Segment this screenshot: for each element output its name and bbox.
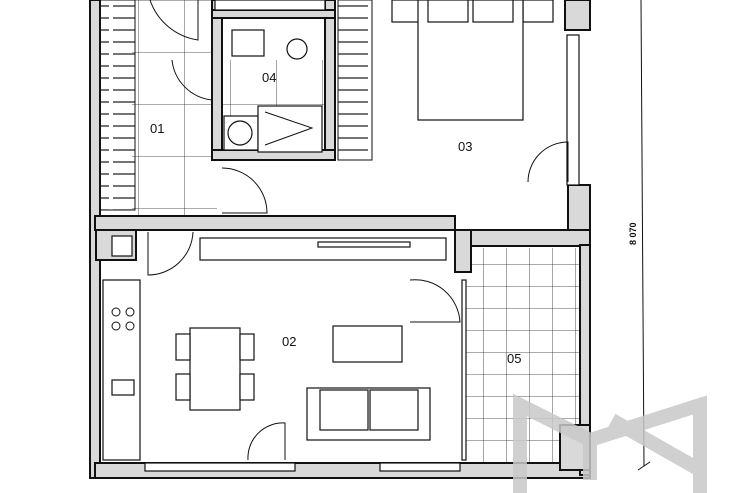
shelf <box>199 237 447 261</box>
wardrobe-01 <box>99 0 136 211</box>
room-label-03: 03 <box>458 139 472 154</box>
shower-drain-lines <box>264 111 314 146</box>
balcony-door-frame <box>461 279 467 461</box>
hob <box>111 307 135 331</box>
window-03 <box>566 34 580 186</box>
dining-table <box>175 327 255 411</box>
room-label-02: 02 <box>282 334 296 349</box>
walls <box>89 0 591 479</box>
bed <box>391 0 554 121</box>
dimension-line <box>640 0 645 467</box>
window-04 <box>214 0 326 11</box>
toilet <box>286 38 308 60</box>
watermark-logo <box>513 393 707 493</box>
washer-drum <box>227 120 253 146</box>
sofa <box>306 387 431 441</box>
wardrobe-03 <box>337 0 373 161</box>
shelf-top <box>317 241 411 248</box>
sink <box>231 29 265 57</box>
kitchen-counter <box>102 279 141 461</box>
window-02-left <box>144 462 296 472</box>
dimension-label: 8 070 <box>628 222 638 245</box>
cabinet <box>111 235 133 257</box>
room-label-01: 01 <box>150 121 164 136</box>
doors <box>147 0 569 461</box>
room-01-tiles <box>132 0 217 218</box>
room-label-05: 05 <box>507 351 521 366</box>
coffee-table <box>332 325 403 363</box>
room-label-04: 04 <box>262 70 276 85</box>
dimension-tick <box>637 461 651 471</box>
kitchen-sink <box>111 379 135 396</box>
window-02-right <box>379 462 461 472</box>
